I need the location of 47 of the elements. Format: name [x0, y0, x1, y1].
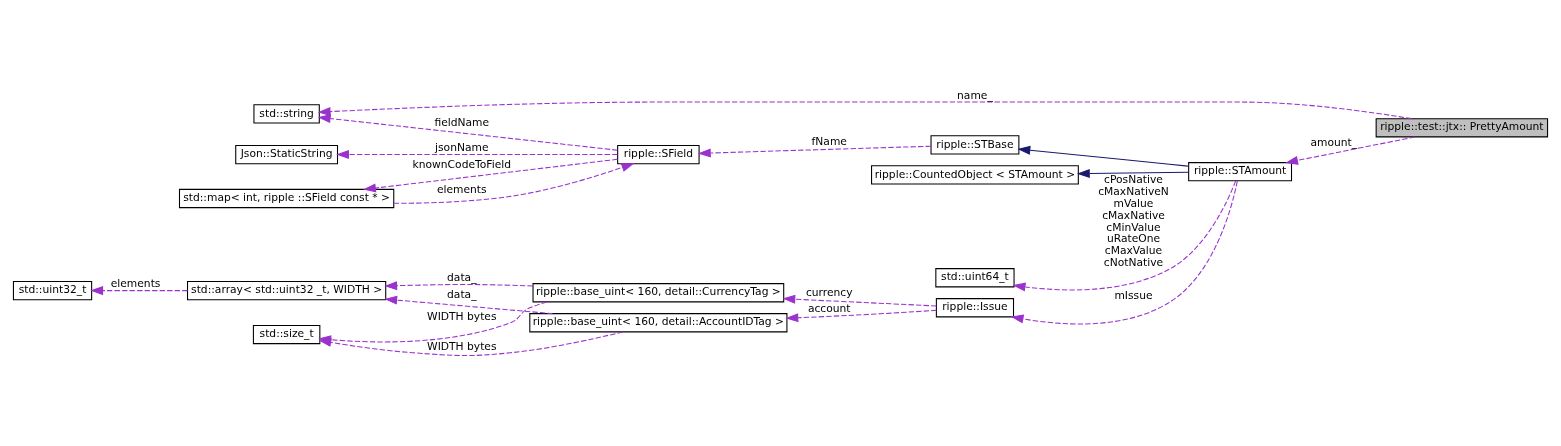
arrow [384, 281, 534, 291]
arrow [1017, 145, 1189, 167]
node-box: ripple::base_uint< 160, detail::CurrencyTag > [532, 283, 785, 303]
arrow [697, 145, 932, 158]
node-box: Json::StaticString [235, 144, 339, 165]
arrow [317, 101, 1412, 120]
arrow [90, 286, 189, 296]
arrow [317, 114, 618, 151]
arrow [1012, 180, 1237, 292]
edge-label: amount_ [1310, 135, 1358, 149]
edge-label: name_ [957, 88, 993, 102]
edge-label: WIDTH bytes [427, 309, 497, 323]
arrow [1285, 136, 1416, 165]
arrow [1076, 169, 1190, 179]
arrow [782, 294, 937, 307]
edge-label: elements [436, 183, 487, 197]
edge-label: mIssue [1114, 289, 1153, 303]
node-box: ripple::Issue [935, 298, 1015, 318]
arrow [384, 295, 553, 315]
edge-label: WIDTH bytes [427, 339, 497, 353]
node-box: std::size_t [252, 324, 321, 345]
arrow [363, 158, 618, 193]
arrow [785, 309, 937, 323]
edge-label: elements [110, 277, 161, 291]
node-box: ripple::STAmount [1188, 162, 1293, 182]
edge-label: fName [811, 134, 847, 148]
edge-label: knownCodeToField [412, 158, 512, 172]
node-box: std::map< int, ripple ::SField const * > [178, 188, 395, 209]
edge-label: data_ [447, 270, 477, 284]
node-box: ripple::SField [617, 144, 700, 165]
arrow [336, 150, 618, 160]
node-box: ripple::test::jtx:: PrettyAmount [1375, 118, 1549, 138]
edge-label: fieldName [434, 115, 490, 129]
node-box: std::uint32_t [12, 281, 93, 301]
edge-label: cPosNative cMaxNativeN mValue cMaxNative cMinValue uRateOne cMaxValue cNotNative [1098, 173, 1169, 269]
node-box: ripple::CountedObject < STAmount > [871, 165, 1079, 185]
node-box: std::array< std::uint32 _t, WIDTH > [187, 281, 387, 301]
node-box: std::uint64_t [935, 268, 1015, 288]
edge-label: data_ [447, 288, 477, 302]
edge-label: account [807, 302, 851, 316]
edge-label: currency [805, 285, 853, 299]
edge-label: jsonName [435, 141, 489, 155]
arrow [1010, 180, 1238, 325]
arrow [393, 163, 635, 204]
node-box: ripple::STBase [930, 135, 1020, 155]
node-box: std::string [253, 104, 320, 124]
node-box: ripple::base_uint< 160, detail::AccountIDTag > [529, 313, 788, 333]
